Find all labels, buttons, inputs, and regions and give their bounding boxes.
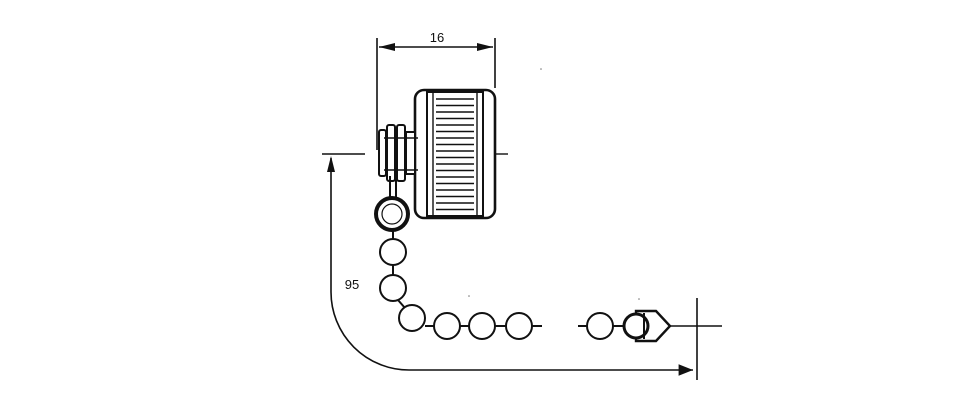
chain-length-dimension: 95 <box>327 156 698 380</box>
chain-end-clasp <box>622 309 722 343</box>
scan-specks <box>468 68 640 300</box>
knurl-lines <box>436 98 474 211</box>
chain-ball <box>586 312 614 340</box>
width-dimension-label: 16 <box>430 30 444 45</box>
chain-ball <box>379 238 407 266</box>
chain-ball <box>433 312 461 340</box>
chain-ball <box>505 312 533 340</box>
chain-ball <box>398 304 426 332</box>
knurled-cap <box>413 88 497 220</box>
threaded-neck <box>378 124 418 200</box>
ball-chain <box>379 230 624 340</box>
chain-ball <box>379 274 407 302</box>
chain-length-label: 95 <box>345 277 359 292</box>
width-dimension: 16 <box>376 30 496 150</box>
chain-ball <box>468 312 496 340</box>
